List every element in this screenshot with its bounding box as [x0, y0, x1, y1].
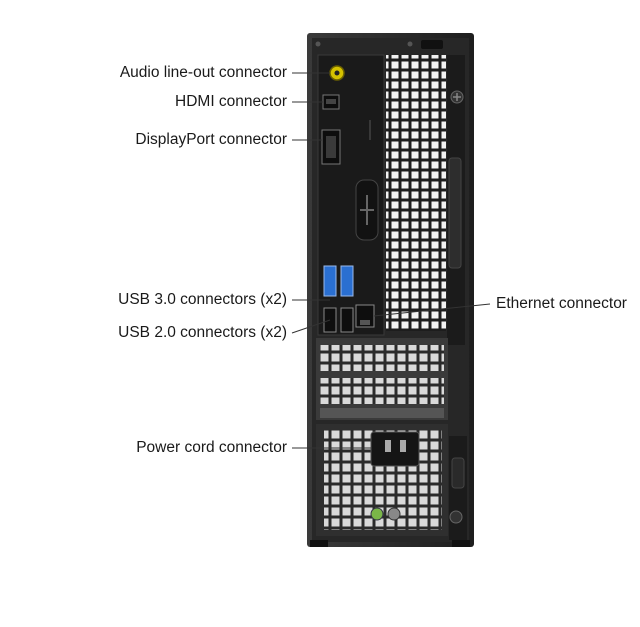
label-hdmi: HDMI connector	[175, 93, 287, 110]
label-usb2: USB 2.0 connectors (x2)	[118, 324, 287, 341]
label-ethernet: Ethernet connector	[496, 295, 627, 312]
usb3-port-icon	[340, 265, 354, 297]
label-displayport: DisplayPort connector	[135, 131, 287, 148]
usb2-port-icon	[340, 307, 354, 333]
usb3-port-icon	[323, 265, 337, 297]
label-usb3: USB 3.0 connectors (x2)	[118, 291, 287, 308]
leader-lines	[291, 72, 491, 449]
label-audio-line-out: Audio line-out connector	[119, 64, 287, 81]
psu-indicator-icon	[370, 507, 384, 521]
screw-icon	[449, 510, 463, 524]
psu-button-icon	[387, 507, 401, 521]
screw-icon	[315, 41, 321, 47]
vent-grille	[386, 55, 446, 331]
screw-icon	[407, 41, 413, 47]
power-socket-icon	[370, 431, 420, 467]
label-power-cord: Power cord connector	[136, 439, 287, 456]
foot	[452, 540, 470, 547]
latch-slot	[421, 40, 443, 49]
foot	[310, 540, 328, 547]
